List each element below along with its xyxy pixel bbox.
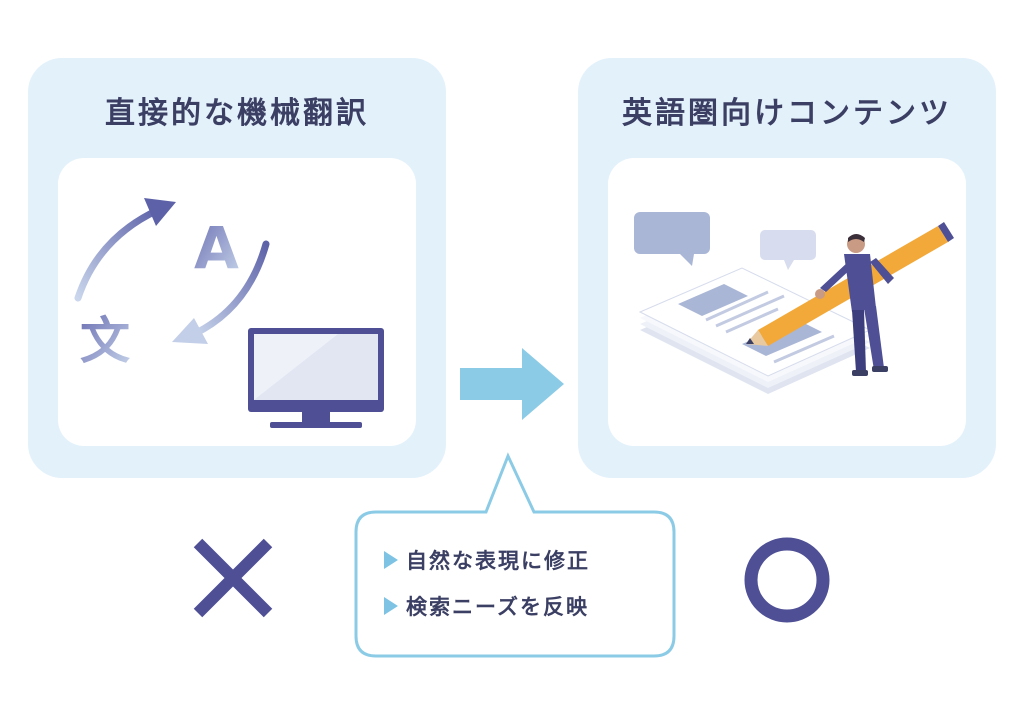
translate-arrow-up-icon — [74, 198, 176, 302]
callout-item: 自然な表現に修正 — [384, 548, 590, 573]
speech-bubble-large-icon — [634, 212, 710, 266]
speech-bubble-small-icon — [760, 230, 816, 270]
machine-translation-title: 直接的な機械翻訳 — [105, 96, 369, 131]
triangle-bullet-icon — [384, 551, 398, 569]
translation-illustration: A 文 — [74, 198, 384, 428]
circle-icon — [744, 537, 830, 623]
machine-translation-panel: 直接的な機械翻訳 — [28, 58, 446, 478]
callout-item-text: 自然な表現に修正 — [406, 549, 590, 573]
callout-item-text: 検索ニーズを反映 — [406, 595, 589, 619]
english-content-title: 英語圏向けコンテンツ — [622, 96, 952, 131]
editing-illustration — [634, 212, 954, 394]
english-content-card — [608, 158, 966, 446]
triangle-bullet-icon — [384, 597, 398, 615]
cross-icon — [193, 538, 273, 618]
letter-a-icon: A — [194, 214, 239, 282]
flow-arrow-icon — [460, 348, 564, 420]
callout-item: 検索ニーズを反映 — [384, 594, 590, 619]
callout-list: 自然な表現に修正 検索ニーズを反映 — [384, 548, 590, 640]
machine-translation-card: A 文 — [58, 158, 416, 446]
callout-bubble — [354, 452, 676, 658]
translate-arrow-down-icon — [172, 240, 270, 344]
letter-bun-icon: 文 — [80, 312, 130, 370]
person-icon — [815, 234, 894, 376]
monitor-icon — [248, 328, 384, 428]
english-content-panel: 英語圏向けコンテンツ — [578, 58, 996, 478]
